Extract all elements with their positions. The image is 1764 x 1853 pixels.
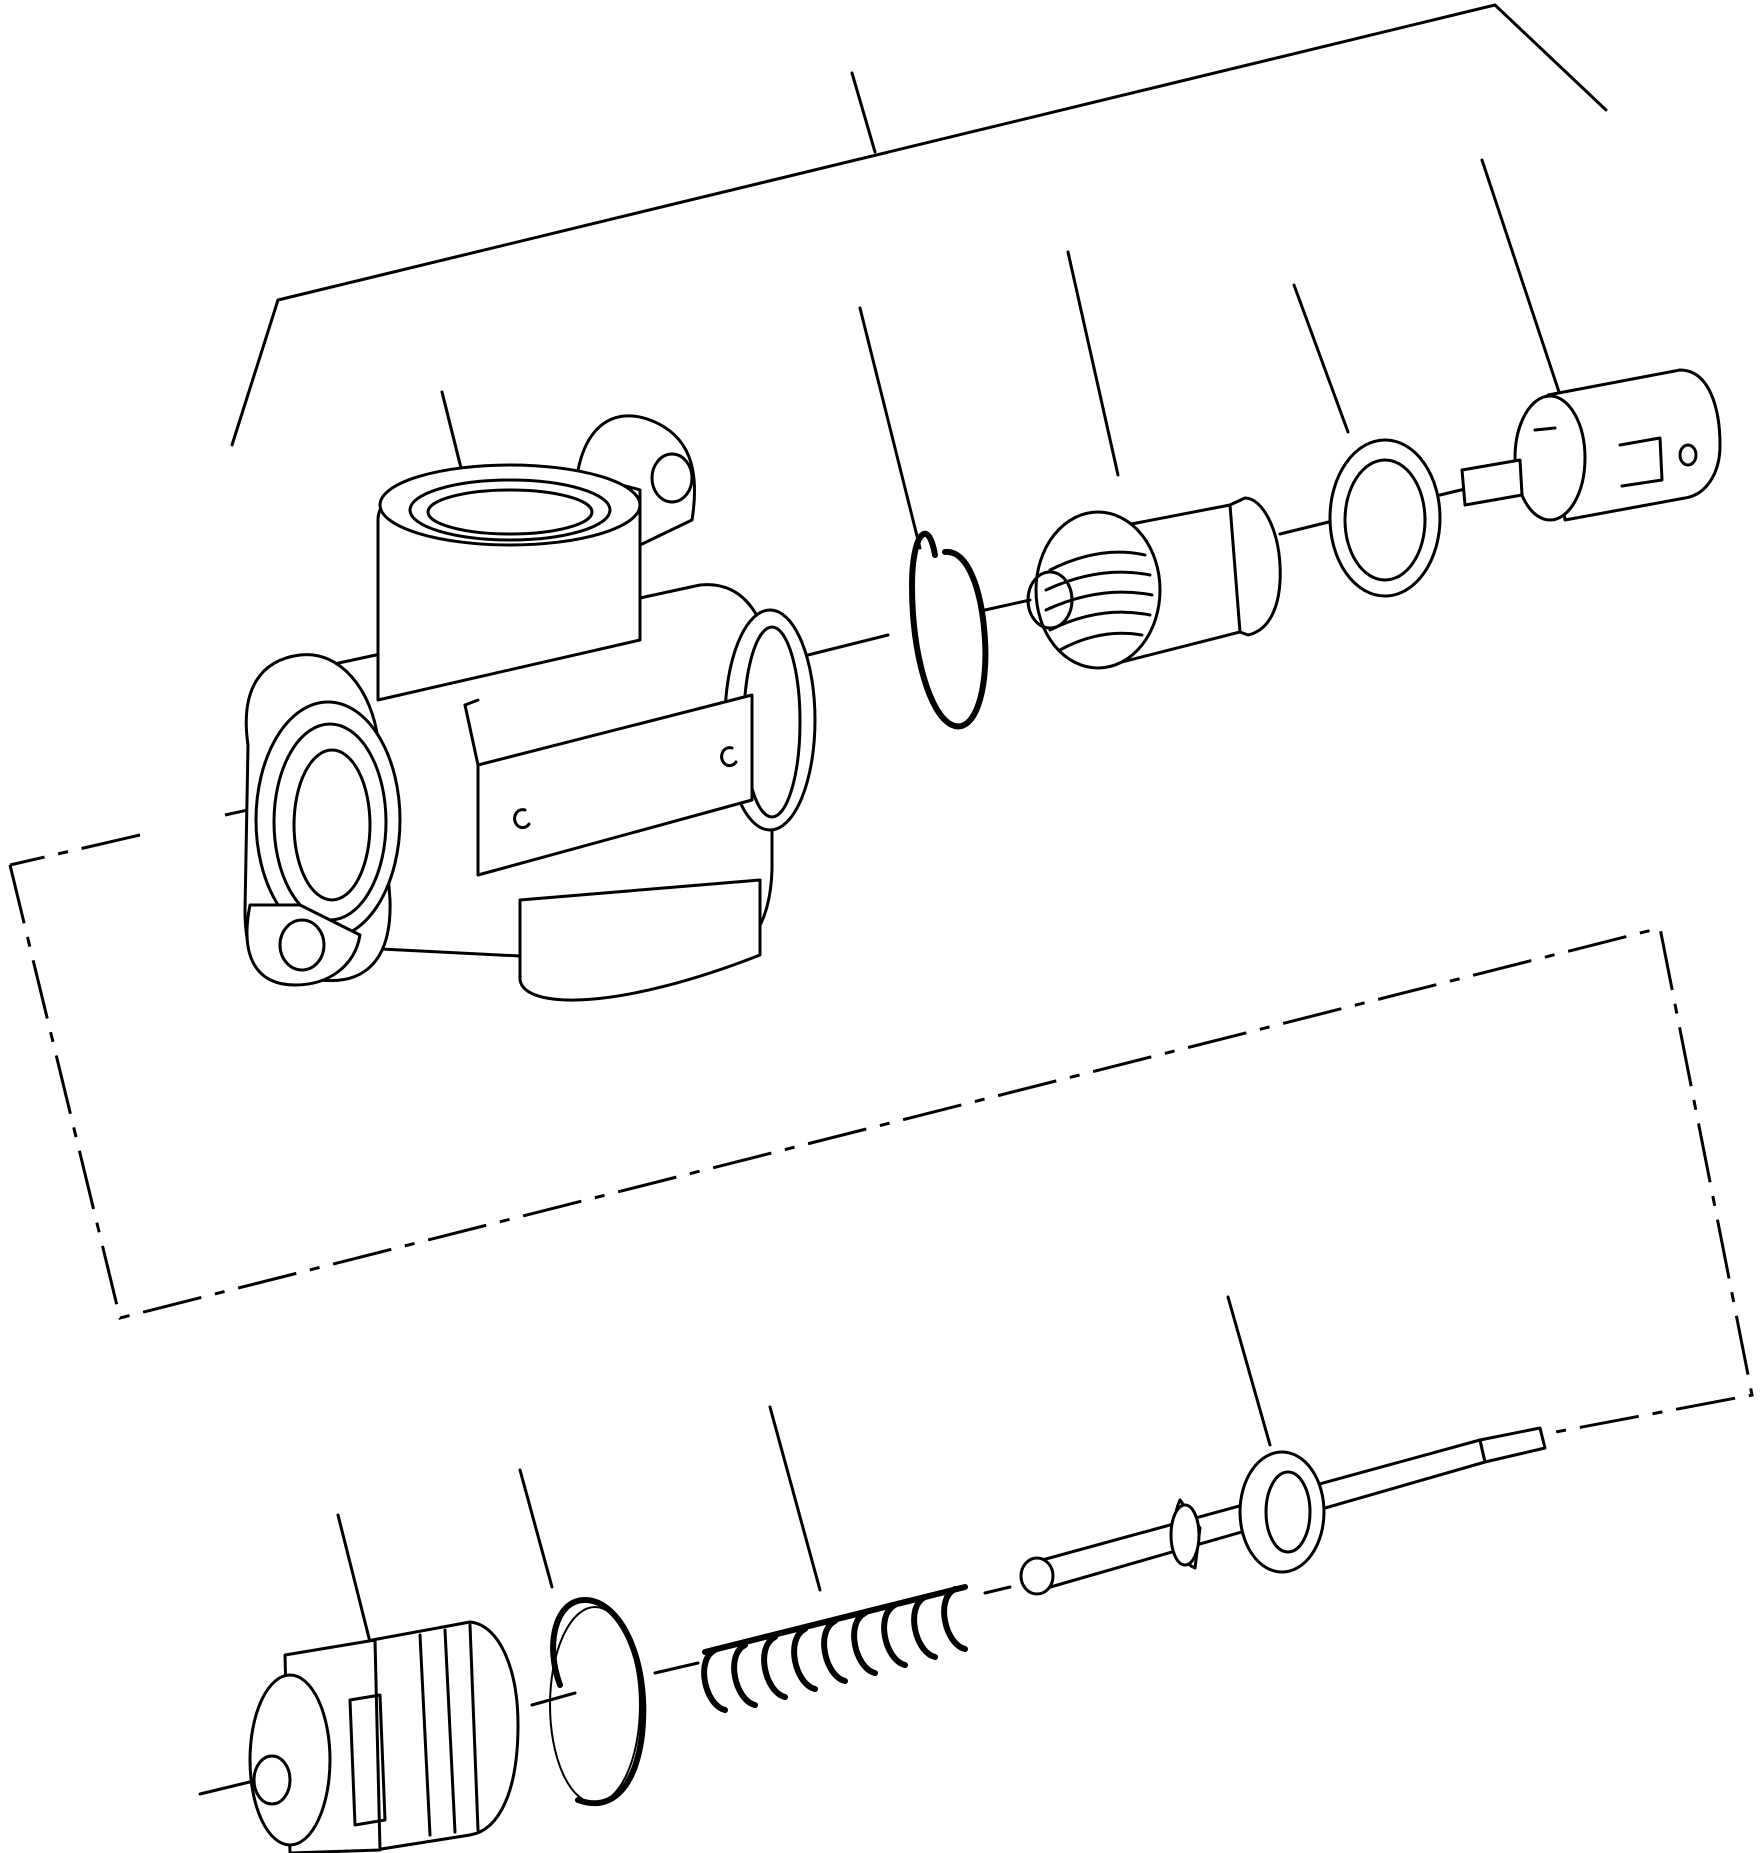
snap-ring-upper — [908, 530, 989, 730]
threaded-plug-lower — [248, 1620, 520, 1853]
washer-upper — [1328, 438, 1442, 598]
coil-spring — [701, 1584, 968, 1713]
leader-lines — [336, 158, 1562, 1644]
valve-body — [243, 414, 817, 1002]
valve-stem — [1019, 1426, 1547, 1596]
threaded-plug-upper — [1026, 496, 1282, 670]
adjuster-cap — [1460, 368, 1722, 522]
assembly-bracket — [230, 3, 1608, 447]
center-lines — [8, 487, 1754, 1796]
snap-ring-lower — [549, 1596, 647, 1807]
